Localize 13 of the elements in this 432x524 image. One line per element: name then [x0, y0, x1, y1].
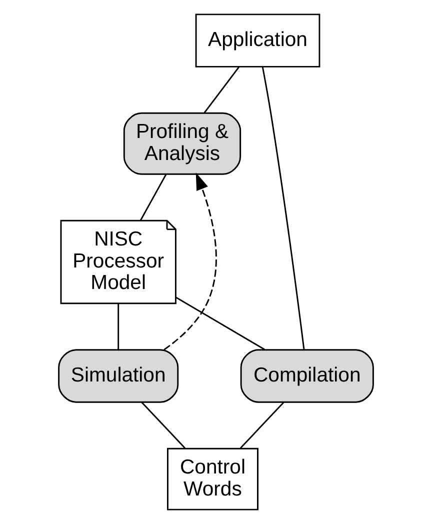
connector	[204, 66, 240, 114]
connector	[118, 304, 120, 350]
connector	[262, 66, 305, 350]
connector	[140, 174, 167, 221]
arrow	[164, 172, 217, 350]
connector	[240, 402, 284, 449]
node-box: Simulation	[58, 349, 179, 403]
node-box: Profiling & Analysis	[123, 112, 242, 175]
node-box: Compilation	[240, 349, 374, 403]
connector	[141, 402, 186, 449]
node-box: Application	[195, 14, 320, 68]
node-box: Control Words	[167, 448, 258, 510]
connector	[176, 296, 266, 350]
